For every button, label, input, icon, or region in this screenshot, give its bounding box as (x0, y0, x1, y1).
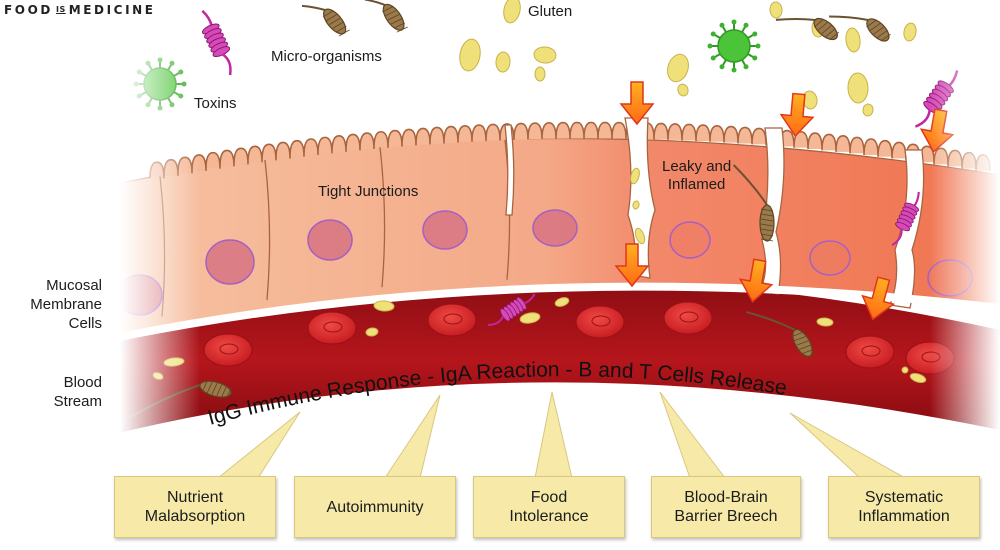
outcome-systematic-inflammation: Systematic Inflammation (828, 476, 980, 538)
outcome-nutrient-malabsorption: Nutrient Malabsorption (114, 476, 276, 538)
label-gluten: Gluten (528, 3, 573, 20)
outcome-label: Food Intolerance (509, 489, 589, 525)
label-leaky-inflamed: Leaky and Inflamed (662, 158, 732, 193)
label-micro-organisms: Micro-organisms (271, 48, 382, 65)
label-tight-junctions: Tight Junctions (318, 183, 419, 200)
label-blood-stream: Blood Stream (53, 374, 102, 410)
logo-word-is: IS (55, 5, 66, 14)
outcome-blood-brain-barrier-breech: Blood-Brain Barrier Breech (651, 476, 801, 538)
outcome-label: Systematic Inflammation (858, 489, 950, 525)
outcome-label: Nutrient Malabsorption (144, 489, 246, 525)
logo-word-food: FOOD (4, 3, 53, 17)
edge-fade (0, 0, 1000, 450)
outcome-label: Blood-Brain Barrier Breech (674, 489, 778, 525)
logo-word-medicine: MEDICINE (68, 3, 156, 17)
outcome-autoimmunity: Autoimmunity (294, 476, 456, 538)
outcome-food-intolerance: Food Intolerance (473, 476, 625, 538)
label-mucosal-membrane-cells: Mucosal Membrane Cells (30, 277, 102, 332)
callout-pointers (216, 391, 907, 479)
outcome-label: Autoimmunity (326, 498, 424, 516)
label-toxins: Toxins (194, 95, 237, 112)
